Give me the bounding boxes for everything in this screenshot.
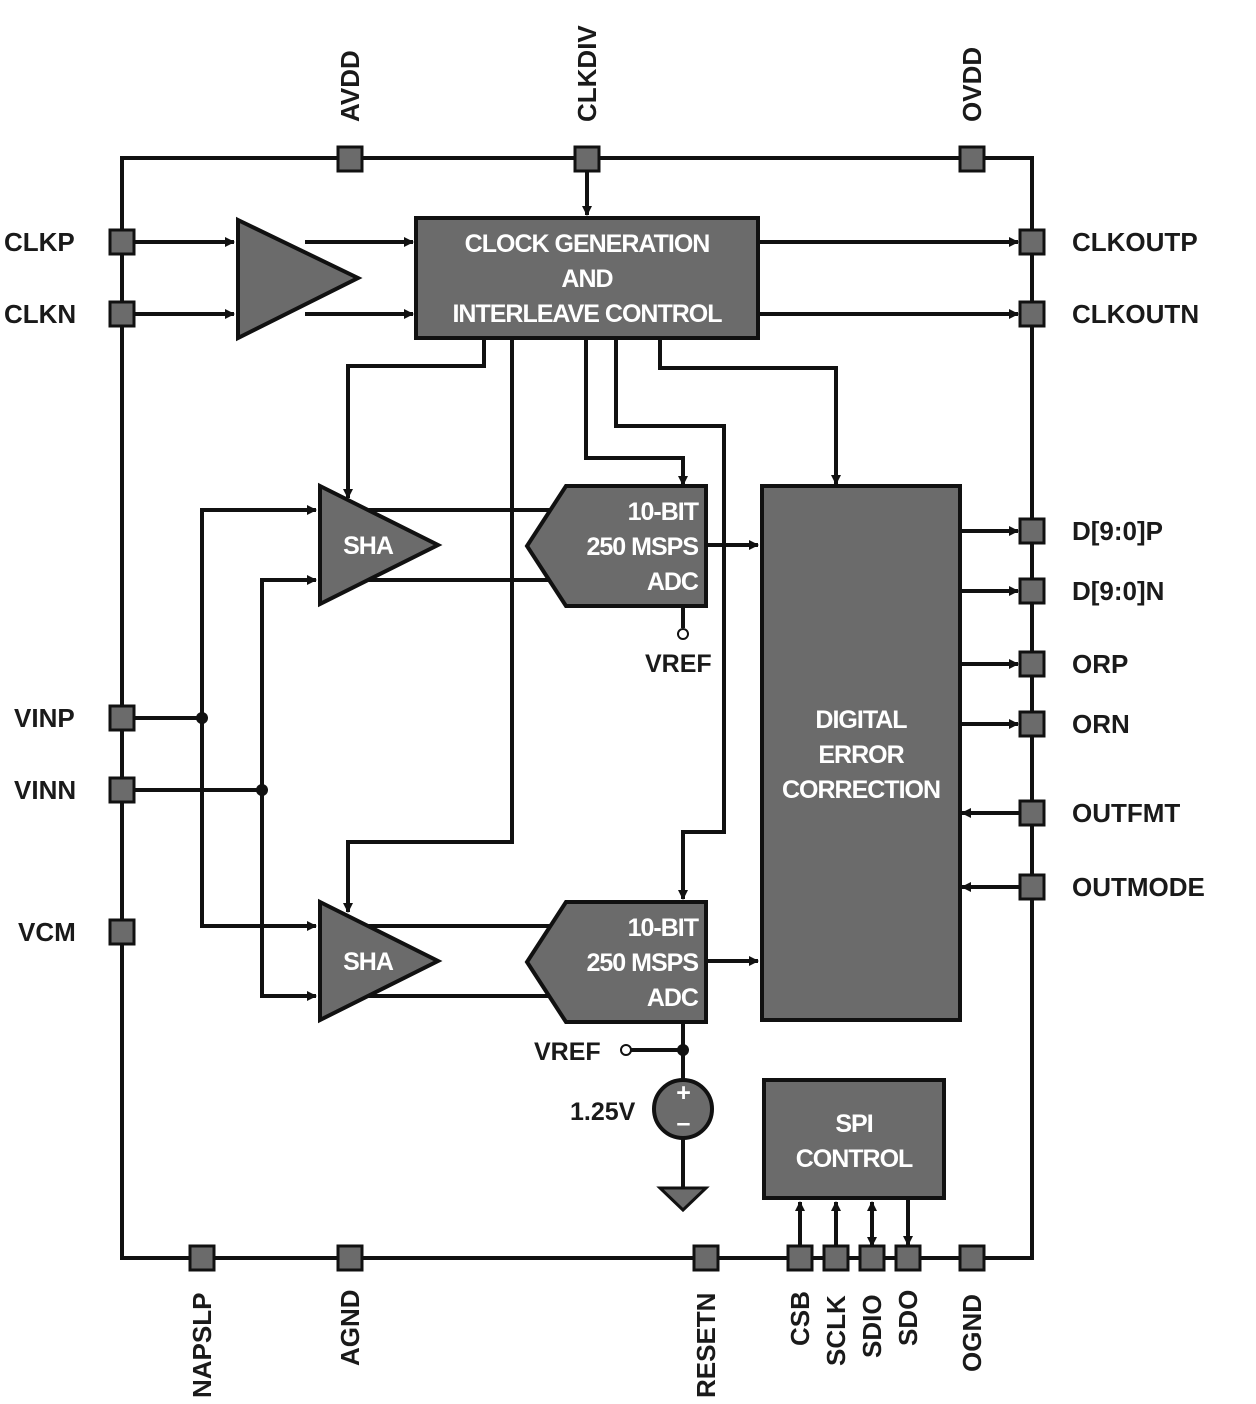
pad-clkdiv	[573, 145, 601, 173]
pin-label-clkoutn: CLKOUTN	[1072, 299, 1199, 329]
pin-label-clkoutp: CLKOUTP	[1072, 227, 1198, 257]
pin-label-avdd: AVDD	[335, 50, 365, 122]
sha-bottom-label: SHA	[343, 948, 394, 976]
pin-label-outmode: OUTMODE	[1072, 872, 1205, 902]
adc-bottom-line3: ADC	[647, 984, 699, 1012]
pad-sdo	[894, 1244, 922, 1272]
clock-block-line3: INTERLEAVE CONTROL	[452, 300, 722, 328]
adc-bottom: 10-BIT 250 MSPS ADC	[524, 900, 708, 1024]
pad-vcm	[108, 918, 136, 946]
adc-bottom-line2: 250 MSPS	[586, 949, 698, 977]
pin-label-outfmt: OUTFMT	[1072, 798, 1180, 828]
pin-label-agnd: AGND	[335, 1289, 365, 1366]
pad-sclk	[822, 1244, 850, 1272]
pin-label-orp: ORP	[1072, 649, 1128, 679]
pin-label-ognd: OGND	[957, 1294, 987, 1372]
pad-dp	[1018, 517, 1046, 545]
voltage-source: + –	[652, 1078, 714, 1140]
pads	[108, 145, 1046, 1272]
pad-orn	[1018, 710, 1046, 738]
pad-avdd	[336, 145, 364, 173]
pad-clkoutp	[1018, 228, 1046, 256]
pin-label-orn: ORN	[1072, 709, 1130, 739]
clock-buffer	[236, 216, 363, 342]
pad-ognd	[958, 1244, 986, 1272]
pin-label-resetn: RESETN	[691, 1293, 721, 1398]
pin-label-vcm: VCM	[18, 917, 76, 947]
spi-line2: CONTROL	[796, 1145, 913, 1173]
pin-label-sclk: SCLK	[821, 1295, 851, 1366]
pad-orp	[1018, 650, 1046, 678]
pad-clkoutn	[1018, 300, 1046, 328]
vref-bottom-label: VREF	[534, 1038, 601, 1066]
voltage-label: 1.25V	[570, 1098, 636, 1126]
clock-block-line2: AND	[561, 265, 612, 293]
dec-line3: CORRECTION	[782, 776, 940, 804]
spi-line1: SPI	[835, 1110, 872, 1138]
pad-sdio	[858, 1244, 886, 1272]
pin-label-clkdiv: CLKDIV	[572, 25, 602, 122]
pin-label-vinn: VINN	[14, 775, 76, 805]
dec-line2: ERROR	[818, 741, 904, 769]
adc-top-line2: 250 MSPS	[586, 533, 698, 561]
pin-label-clkn: CLKN	[4, 299, 76, 329]
sha-top-label: SHA	[343, 532, 394, 560]
pin-label-clkp: CLKP	[4, 227, 75, 257]
pin-label-ovdd: OVDD	[957, 47, 987, 122]
clock-generation-block: CLOCK GENERATION AND INTERLEAVE CONTROL	[414, 216, 760, 340]
pad-napslp	[188, 1244, 216, 1272]
vref-top-label: VREF	[645, 650, 712, 678]
adc-top-line3: ADC	[647, 568, 699, 596]
pin-label-napslp: NAPSLP	[187, 1293, 217, 1398]
digital-error-correction-block: DIGITAL ERROR CORRECTION	[760, 484, 962, 1022]
adc-top-line1: 10-BIT	[628, 498, 699, 526]
wires	[134, 172, 1020, 1247]
pin-label-csb: CSB	[785, 1291, 815, 1346]
voltage-source-plus: +	[676, 1079, 690, 1107]
sha-bottom: SHA	[318, 898, 443, 1024]
pad-outmode	[1018, 873, 1046, 901]
spi-control-block: SPI CONTROL	[762, 1078, 946, 1200]
adc-bottom-line1: 10-BIT	[628, 914, 699, 942]
pad-csb	[786, 1244, 814, 1272]
pad-dn	[1018, 577, 1046, 605]
pad-clkn	[108, 300, 136, 328]
pin-label-sdo: SDO	[893, 1290, 923, 1346]
adc-top: 10-BIT 250 MSPS ADC	[524, 484, 708, 608]
sha-top: SHA	[318, 482, 443, 608]
pad-clkp	[108, 228, 136, 256]
pin-label-sdio: SDIO	[857, 1294, 887, 1358]
pad-resetn	[692, 1244, 720, 1272]
pad-vinn	[108, 776, 136, 804]
pin-label-vinp: VINP	[14, 703, 75, 733]
clock-block-line1: CLOCK GENERATION	[465, 230, 710, 258]
pad-outfmt	[1018, 799, 1046, 827]
pad-vinp	[108, 704, 136, 732]
dec-line1: DIGITAL	[815, 706, 907, 734]
pad-agnd	[336, 1244, 364, 1272]
pad-ovdd	[958, 145, 986, 173]
pin-label-dn: D[9:0]N	[1072, 576, 1164, 606]
voltage-source-minus: –	[677, 1109, 691, 1137]
pin-label-dp: D[9:0]P	[1072, 516, 1163, 546]
